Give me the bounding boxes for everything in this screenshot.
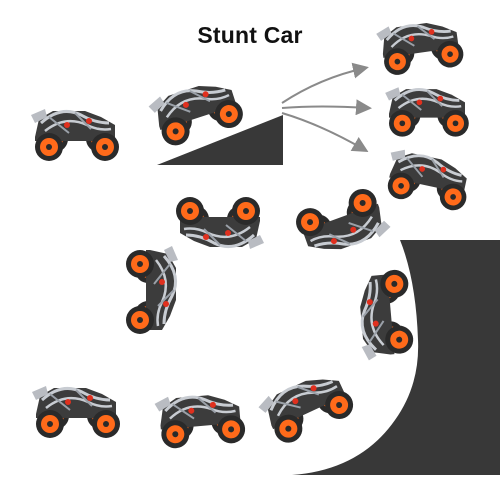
launch-ramp [157,115,283,165]
arrow-down [281,112,369,153]
image-title: Stunt Car [197,22,303,48]
car-loop-3 [124,244,180,336]
loop-ramp [292,240,500,475]
car-loop-2 [290,182,395,265]
car-loop-1 [174,195,266,251]
car-loop-4 [353,267,417,363]
arrow-straight [281,99,372,116]
car-start [29,107,121,163]
car-loop-7 [254,363,360,451]
car-loop-6 [152,388,248,452]
arrow-up [281,62,369,104]
car-jump-level [383,85,471,139]
car-jump-low [380,145,476,215]
car-jump-high [374,15,467,79]
car-loop-5 [30,384,122,440]
